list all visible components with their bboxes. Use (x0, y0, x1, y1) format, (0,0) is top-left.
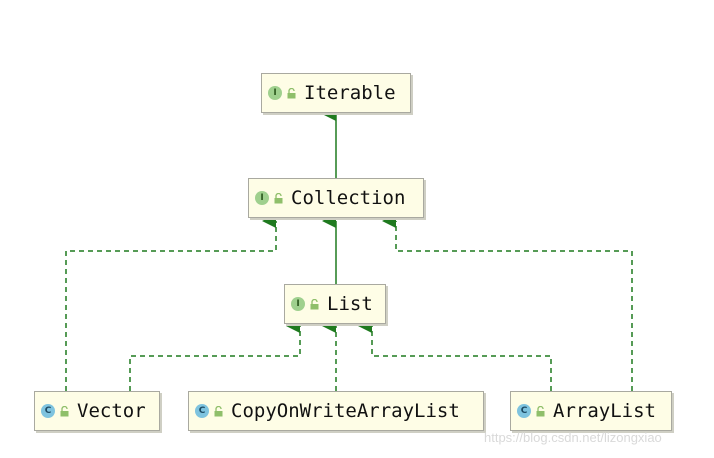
interface-icon: I (268, 86, 282, 100)
class-icon: C (195, 404, 209, 418)
unlock-icon (536, 405, 545, 416)
unlock-icon (60, 405, 69, 416)
edge-vector-list (129, 319, 301, 391)
node-label: List (327, 293, 373, 315)
node-label: Iterable (304, 82, 396, 104)
class-icon: C (517, 404, 531, 418)
unlock-icon (214, 405, 223, 416)
node-label: Vector (77, 400, 146, 422)
edge-vector-collection (65, 214, 277, 391)
edge-arraylist-list (358, 319, 552, 391)
node-label: ArrayList (553, 400, 656, 422)
unlock-icon (310, 298, 319, 309)
node-copyonwritearraylist[interactable]: C CopyOnWriteArrayList (188, 391, 484, 431)
node-label: Collection (291, 187, 406, 209)
node-list[interactable]: I List (284, 284, 386, 324)
unlock-icon (287, 87, 296, 98)
unlock-icon (274, 192, 283, 203)
node-iterable[interactable]: I Iterable (261, 73, 411, 113)
watermark: https://blog.csdn.net/lizongxiao (484, 430, 662, 445)
class-icon: C (41, 404, 55, 418)
node-arraylist[interactable]: C ArrayList (510, 391, 672, 431)
node-collection[interactable]: I Collection (248, 178, 424, 218)
node-vector[interactable]: C Vector (34, 391, 160, 431)
interface-icon: I (255, 191, 269, 205)
interface-icon: I (291, 297, 305, 311)
edge-arraylist-collection (382, 214, 633, 391)
node-label: CopyOnWriteArrayList (231, 400, 460, 422)
